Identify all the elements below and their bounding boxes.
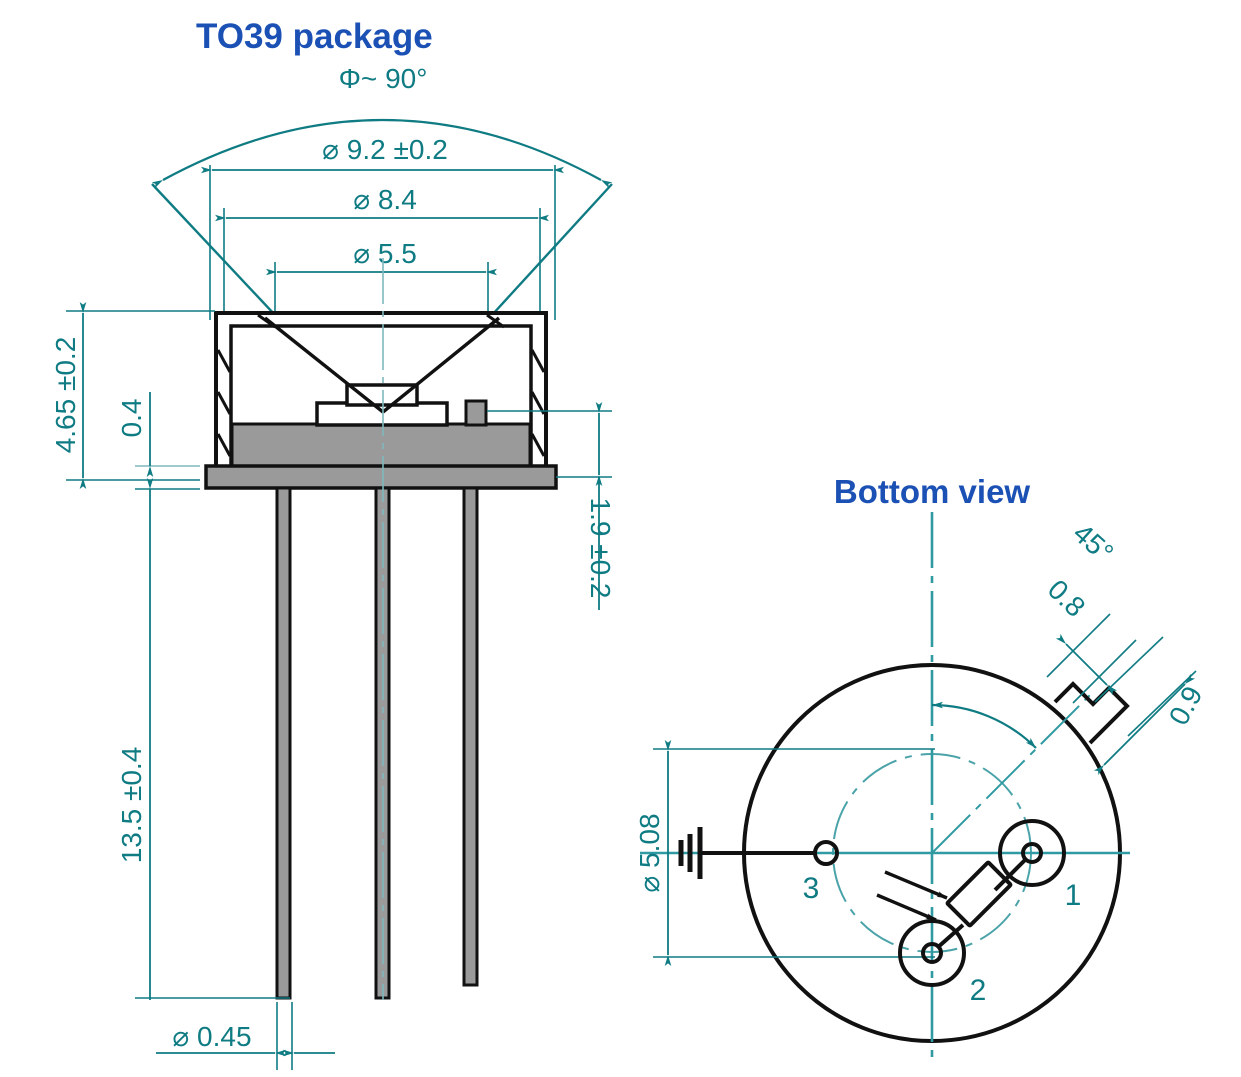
package-flange [204, 464, 558, 490]
fov-left-ray [151, 183, 276, 316]
page-title: TO39 package [196, 17, 433, 56]
dim-label-4-65: 4.65 ±0.2 [50, 337, 81, 454]
dim-label-13-5: 13.5 ±0.4 [116, 747, 147, 864]
fov-dimension-label: Φ~ 90° [339, 63, 428, 94]
dim-label-bg-5-5 [325, 240, 445, 268]
lead-3 [462, 486, 479, 987]
bottom-view-title: Bottom view [834, 473, 1031, 510]
bond-wire-right [381, 316, 501, 414]
pin-2-pad [898, 919, 966, 987]
pin-3-label: 3 [803, 872, 820, 905]
photodiode-body [945, 860, 1013, 928]
tab-radial-axis [931, 694, 1091, 854]
right-vertical-dimension: 1.9 ±0.2 [487, 402, 616, 610]
light-arrow-1 [884, 870, 948, 900]
dim-label-9-2: ⌀ 9.2 ±0.2 [322, 134, 448, 165]
dim-label-bg-8-4 [320, 186, 450, 214]
pin-1-hole [1021, 842, 1043, 864]
photodiode-lead-to-pin1 [993, 857, 1028, 892]
lead-1 [275, 486, 292, 1000]
dim-label-8-4: ⌀ 8.4 [353, 184, 417, 215]
dim-label-1-9: 1.9 ±0.2 [585, 498, 616, 599]
dim-label-5-08: ⌀ 5.08 [634, 813, 665, 892]
bond-wire-left [263, 316, 385, 414]
package-body-group [204, 258, 558, 1000]
internal-pin-post [464, 399, 488, 427]
top-horizontal-dimensions: ⌀ 9.2 ±0.2 ⌀ 8.4 ⌀ 5.5 [201, 134, 564, 320]
photodiode-lead-to-pin2 [935, 923, 965, 950]
ground-symbol [678, 827, 815, 879]
dim-label-bg-9-2 [295, 136, 475, 164]
fov-arc [151, 118, 613, 189]
fov-cone-group: Φ~ 90° [151, 63, 613, 316]
left-vertical-dimensions: 4.65 ±0.2 0.4 13.5 ±0.4 ⌀ 0.45 [50, 302, 335, 1070]
light-arrow-2 [876, 893, 937, 922]
dim-line-0-9 [1093, 673, 1196, 776]
dim-label-0-45: ⌀ 0.45 [172, 1021, 251, 1052]
pin-1-pad [998, 819, 1066, 887]
pin-2-hole [921, 942, 943, 964]
pin-1-label: 1 [1065, 879, 1082, 912]
dim-label-5-5: ⌀ 5.5 [353, 238, 417, 269]
photodiode-symbol [876, 857, 1028, 950]
pin-2-label: 2 [970, 974, 987, 1007]
dim-label-0-4: 0.4 [116, 399, 147, 438]
fov-right-ray [491, 183, 613, 316]
dim-group-pcd: ⌀ 5.08 [634, 740, 935, 966]
header-base-block [230, 422, 532, 473]
angle-arc-45 [931, 701, 1037, 749]
